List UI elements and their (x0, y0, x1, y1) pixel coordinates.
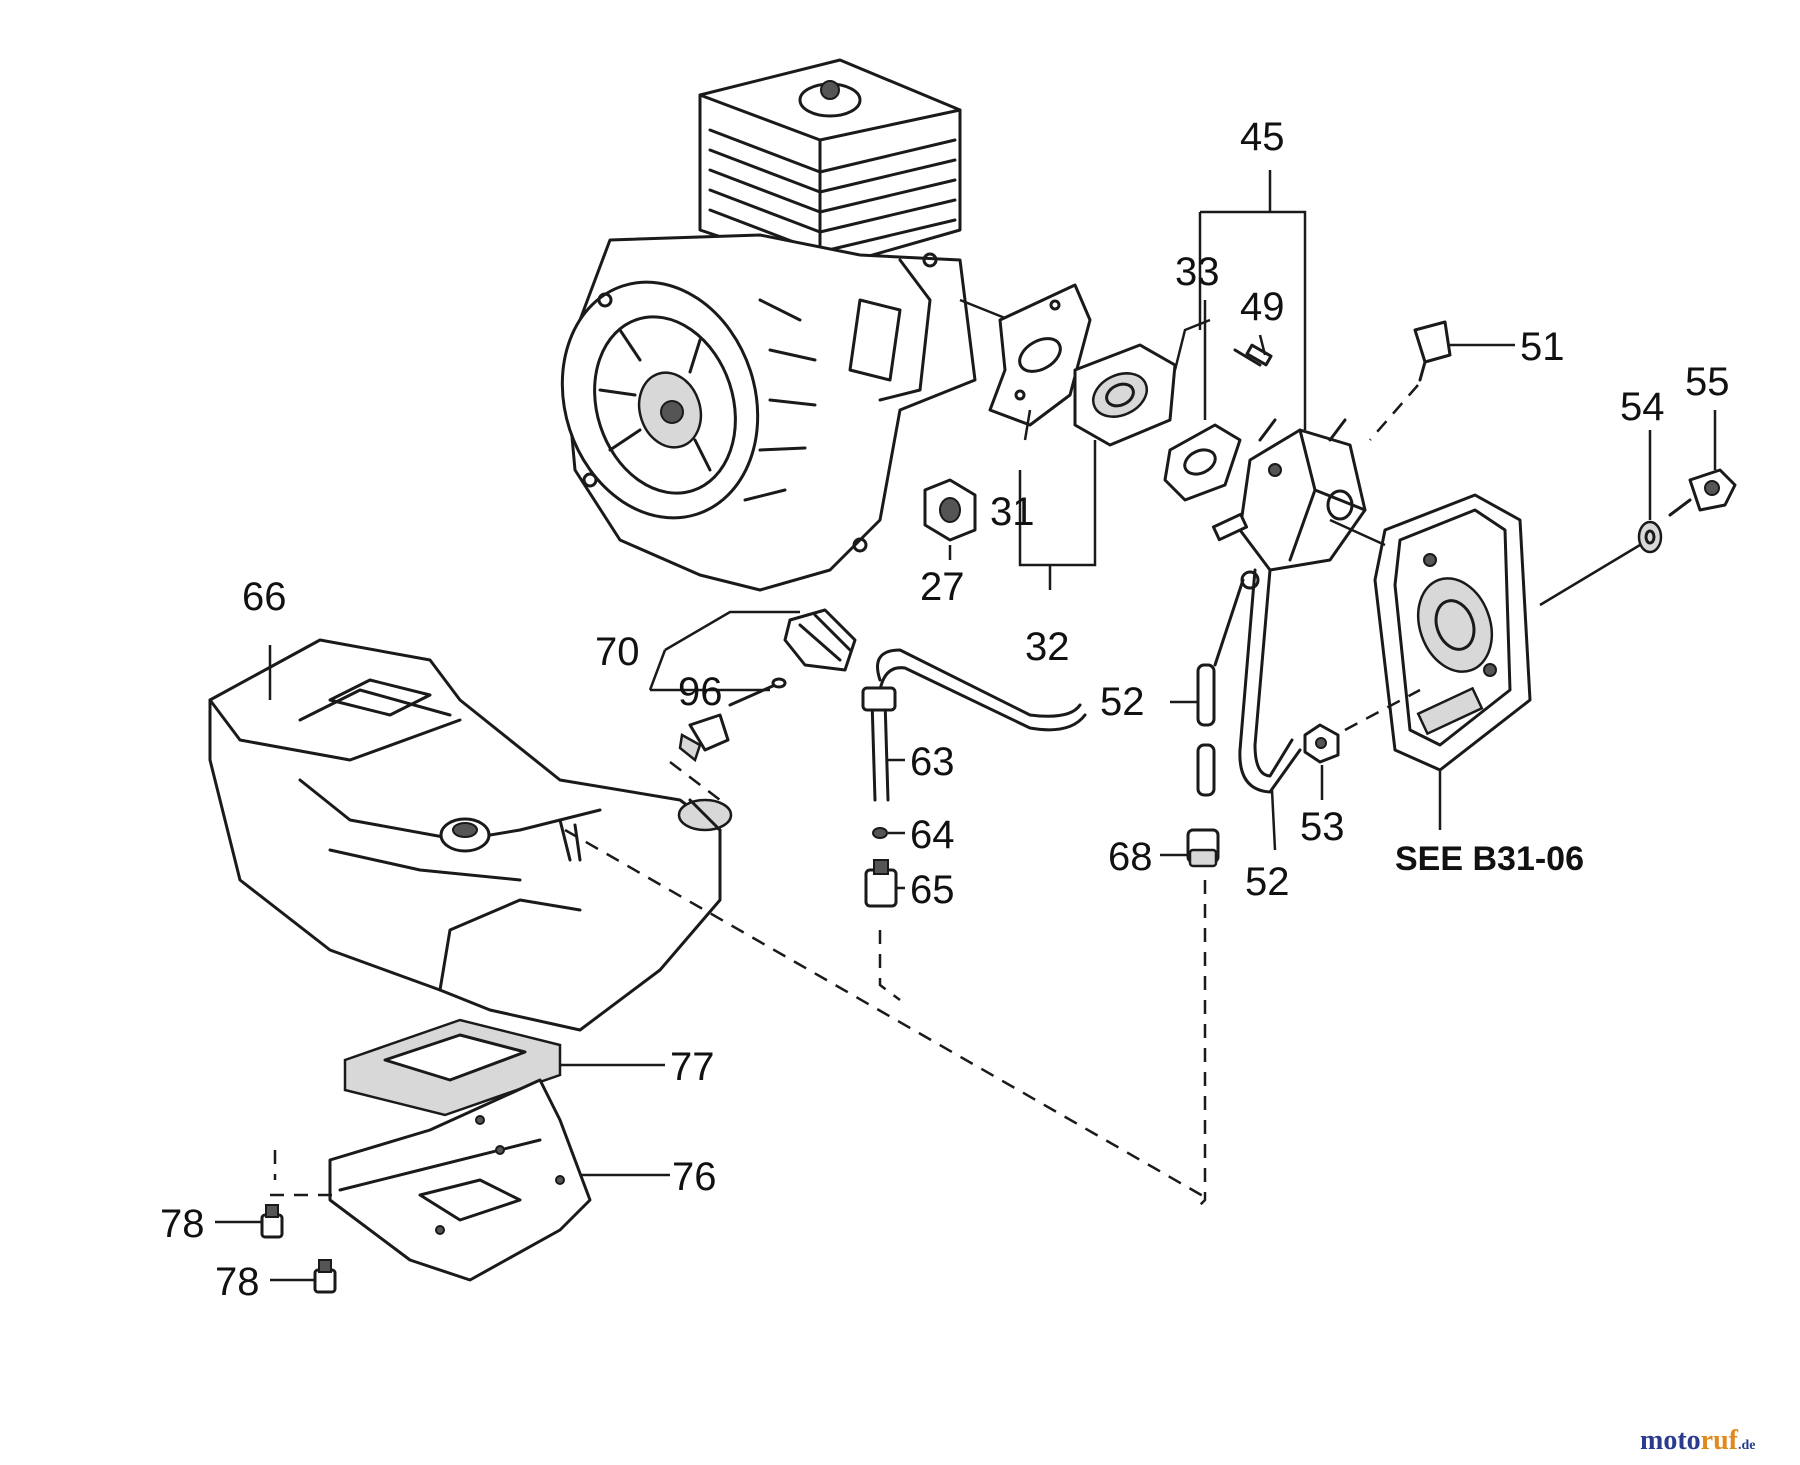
label-49: 49 (1240, 285, 1285, 329)
air-cleaner-base (1373, 493, 1532, 772)
screw-78b (313, 1259, 337, 1294)
intake-insulator (1073, 343, 1177, 447)
choke-lever (1413, 320, 1452, 382)
fuel-hose-52b (1238, 568, 1302, 794)
fuel-pipe-joint-65 (864, 859, 898, 908)
watermark-part1: moto (1640, 1425, 1701, 1456)
fuel-filter-68 (1186, 828, 1220, 868)
bolt-96 (728, 677, 787, 707)
label-53: 53 (1300, 805, 1345, 849)
label-70: 70 (595, 630, 640, 674)
label-54: 54 (1620, 385, 1665, 429)
label-52a: 52 (1100, 680, 1145, 724)
label-31: 31 (990, 490, 1035, 534)
label-45: 45 (1240, 115, 1285, 159)
watermark-part2: ruf (1700, 1425, 1738, 1456)
label-96: 96 (678, 670, 723, 714)
bolt-55 (1668, 468, 1737, 517)
screw-78a (260, 1204, 284, 1239)
grommet-64 (872, 827, 888, 839)
label-64: 64 (910, 813, 955, 857)
gasket-77 (343, 1018, 562, 1117)
fuel-tank (208, 638, 733, 1032)
guard-76 (328, 1078, 592, 1282)
washer-54 (1637, 520, 1663, 554)
watermark-part3: .de (1737, 1438, 1756, 1453)
fuel-pipe (861, 648, 1087, 802)
carburetor (1211, 418, 1367, 590)
intake-gasket (988, 283, 1092, 427)
carb-gasket (1163, 423, 1242, 502)
tank-cap-70 (783, 608, 857, 672)
label-77: 77 (670, 1045, 715, 1089)
label-27: 27 (920, 565, 965, 609)
label-76: 76 (672, 1155, 717, 1199)
label-65: 65 (910, 868, 955, 912)
nut-53 (1303, 723, 1340, 764)
label-78b: 78 (215, 1260, 260, 1304)
label-68: 68 (1108, 835, 1153, 879)
label-51: 51 (1520, 325, 1565, 369)
label-52b: 52 (1245, 860, 1290, 904)
see-reference-note: SEE B31-06 (1395, 840, 1584, 878)
screw-49 (1233, 343, 1273, 367)
fuel-breather (669, 713, 730, 801)
nut-27 (923, 478, 977, 542)
label-66: 66 (242, 575, 287, 619)
fuel-hose-52a (1196, 578, 1245, 797)
label-63: 63 (910, 740, 955, 784)
engine-assembly (560, 58, 977, 592)
watermark-logo: motoruf.de (1640, 1425, 1755, 1457)
label-32: 32 (1025, 625, 1070, 669)
label-78a: 78 (160, 1202, 205, 1246)
label-55: 55 (1685, 360, 1730, 404)
label-33: 33 (1175, 250, 1220, 294)
